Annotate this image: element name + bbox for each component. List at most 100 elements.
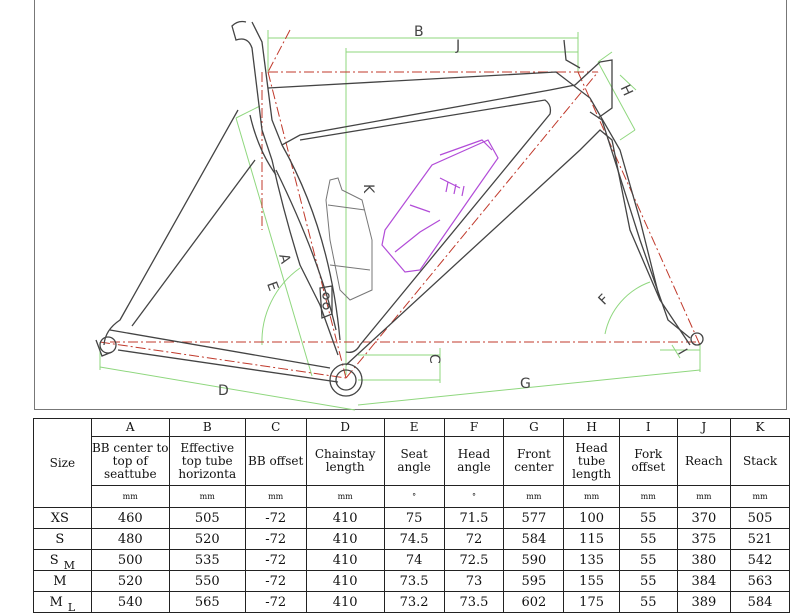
- header-letter: B: [168, 418, 246, 437]
- bottle-cage-purple: [381, 139, 499, 273]
- table-row: M 520 550 -72 410 73.5 73 595 155 55 384…: [33, 570, 790, 592]
- label-a: A: [275, 252, 293, 266]
- table-header-units: mm mm mm mm ° ° mm mm mm mm mm: [34, 485, 790, 508]
- header-name: BB offset: [244, 436, 307, 486]
- value-cell: 563: [730, 570, 790, 592]
- value-cell: 602: [503, 591, 565, 613]
- header-name: Fork offset: [618, 436, 678, 486]
- value-cell: 74: [383, 549, 445, 571]
- table-row: XS 460 505 -72 410 75 71.5 577 100 55 37…: [33, 507, 790, 529]
- value-cell: 73.5: [443, 591, 505, 613]
- header-letter: D: [305, 418, 385, 437]
- value-cell: 73.2: [383, 591, 445, 613]
- value-cell: 584: [503, 528, 565, 550]
- value-cell: 460: [90, 507, 170, 529]
- header-letter: F: [443, 418, 505, 437]
- header-unit: mm: [730, 485, 790, 508]
- size-cell: S: [33, 528, 92, 550]
- label-k: K: [360, 184, 376, 194]
- value-cell: 73: [443, 570, 505, 592]
- header-unit: mm: [305, 485, 385, 508]
- header-name: Front center: [503, 436, 565, 486]
- value-cell: 565: [168, 591, 246, 613]
- header-letter: I: [618, 418, 678, 437]
- header-name: Chainstay length: [305, 436, 385, 486]
- label-b: B: [414, 24, 424, 40]
- header-name: Reach: [676, 436, 732, 486]
- value-cell: 55: [618, 591, 678, 613]
- dimension-lines-green: [99, 30, 701, 411]
- header-unit: mm: [90, 485, 170, 508]
- value-cell: 370: [676, 507, 732, 529]
- value-cell: 135: [563, 549, 620, 571]
- frame-geometry-diagram: B J H K A E F C D G I: [95, 20, 704, 411]
- header-name: BB center to top of seattube: [90, 436, 170, 486]
- header-unit: °: [443, 485, 505, 508]
- bike-frame-outline: [95, 20, 704, 397]
- header-letter: H: [563, 418, 620, 437]
- size-label: XS: [50, 510, 69, 526]
- bottle-cage-gray: [325, 177, 373, 301]
- header-letter: A: [90, 418, 170, 437]
- value-cell: 410: [305, 570, 385, 592]
- value-cell: 73.5: [383, 570, 445, 592]
- value-cell: -72: [244, 591, 307, 613]
- size-cell: XS: [33, 507, 92, 529]
- size-sublabel: M: [63, 558, 75, 572]
- table-row: S 480 520 -72 410 74.5 72 584 115 55 375…: [33, 528, 790, 550]
- header-letter: G: [503, 418, 565, 437]
- value-cell: 480: [90, 528, 170, 550]
- value-cell: -72: [244, 549, 307, 571]
- header-unit: mm: [244, 485, 307, 508]
- label-i: I: [674, 346, 690, 358]
- value-cell: 175: [563, 591, 620, 613]
- value-cell: 577: [503, 507, 565, 529]
- value-cell: 55: [618, 528, 678, 550]
- header-name: Effective top tube horizonta: [168, 436, 246, 486]
- size-header: Size: [33, 418, 92, 508]
- geometry-table: Size A B C D E F G H I J K BB center to …: [33, 418, 790, 614]
- value-cell: 500: [90, 549, 170, 571]
- value-cell: 520: [168, 528, 246, 550]
- value-cell: 74.5: [383, 528, 445, 550]
- value-cell: 584: [730, 591, 790, 613]
- header-unit: mm: [676, 485, 732, 508]
- value-cell: 505: [730, 507, 790, 529]
- header-letter: E: [383, 418, 445, 437]
- value-cell: 155: [563, 570, 620, 592]
- value-cell: 375: [676, 528, 732, 550]
- drawing-border: [34, 0, 787, 410]
- header-letter: J: [676, 418, 732, 437]
- value-cell: -72: [244, 507, 307, 529]
- header-unit: °: [383, 485, 445, 508]
- value-cell: 380: [676, 549, 732, 571]
- header-letter: K: [730, 418, 790, 437]
- size-label: M: [53, 573, 67, 589]
- size-cell: M: [33, 570, 92, 592]
- value-cell: 55: [618, 570, 678, 592]
- label-f: F: [596, 291, 613, 308]
- header-unit: mm: [563, 485, 620, 508]
- value-cell: 72.5: [443, 549, 505, 571]
- value-cell: -72: [244, 570, 307, 592]
- value-cell: 55: [618, 549, 678, 571]
- size-label: S: [49, 552, 59, 568]
- header-name: Head angle: [443, 436, 505, 486]
- value-cell: 71.5: [443, 507, 505, 529]
- value-cell: 590: [503, 549, 565, 571]
- header-unit: mm: [168, 485, 246, 508]
- value-cell: 410: [305, 528, 385, 550]
- header-letter: C: [244, 418, 307, 437]
- value-cell: 540: [90, 591, 170, 613]
- value-cell: 384: [676, 570, 732, 592]
- label-c: C: [426, 354, 442, 364]
- dimension-letter-labels: B J H K A E F C D G I: [218, 24, 690, 399]
- value-cell: 550: [168, 570, 246, 592]
- table-header-names: BB center to top of seattube Effective t…: [34, 436, 790, 486]
- value-cell: 115: [563, 528, 620, 550]
- header-name: Head tube length: [563, 436, 620, 486]
